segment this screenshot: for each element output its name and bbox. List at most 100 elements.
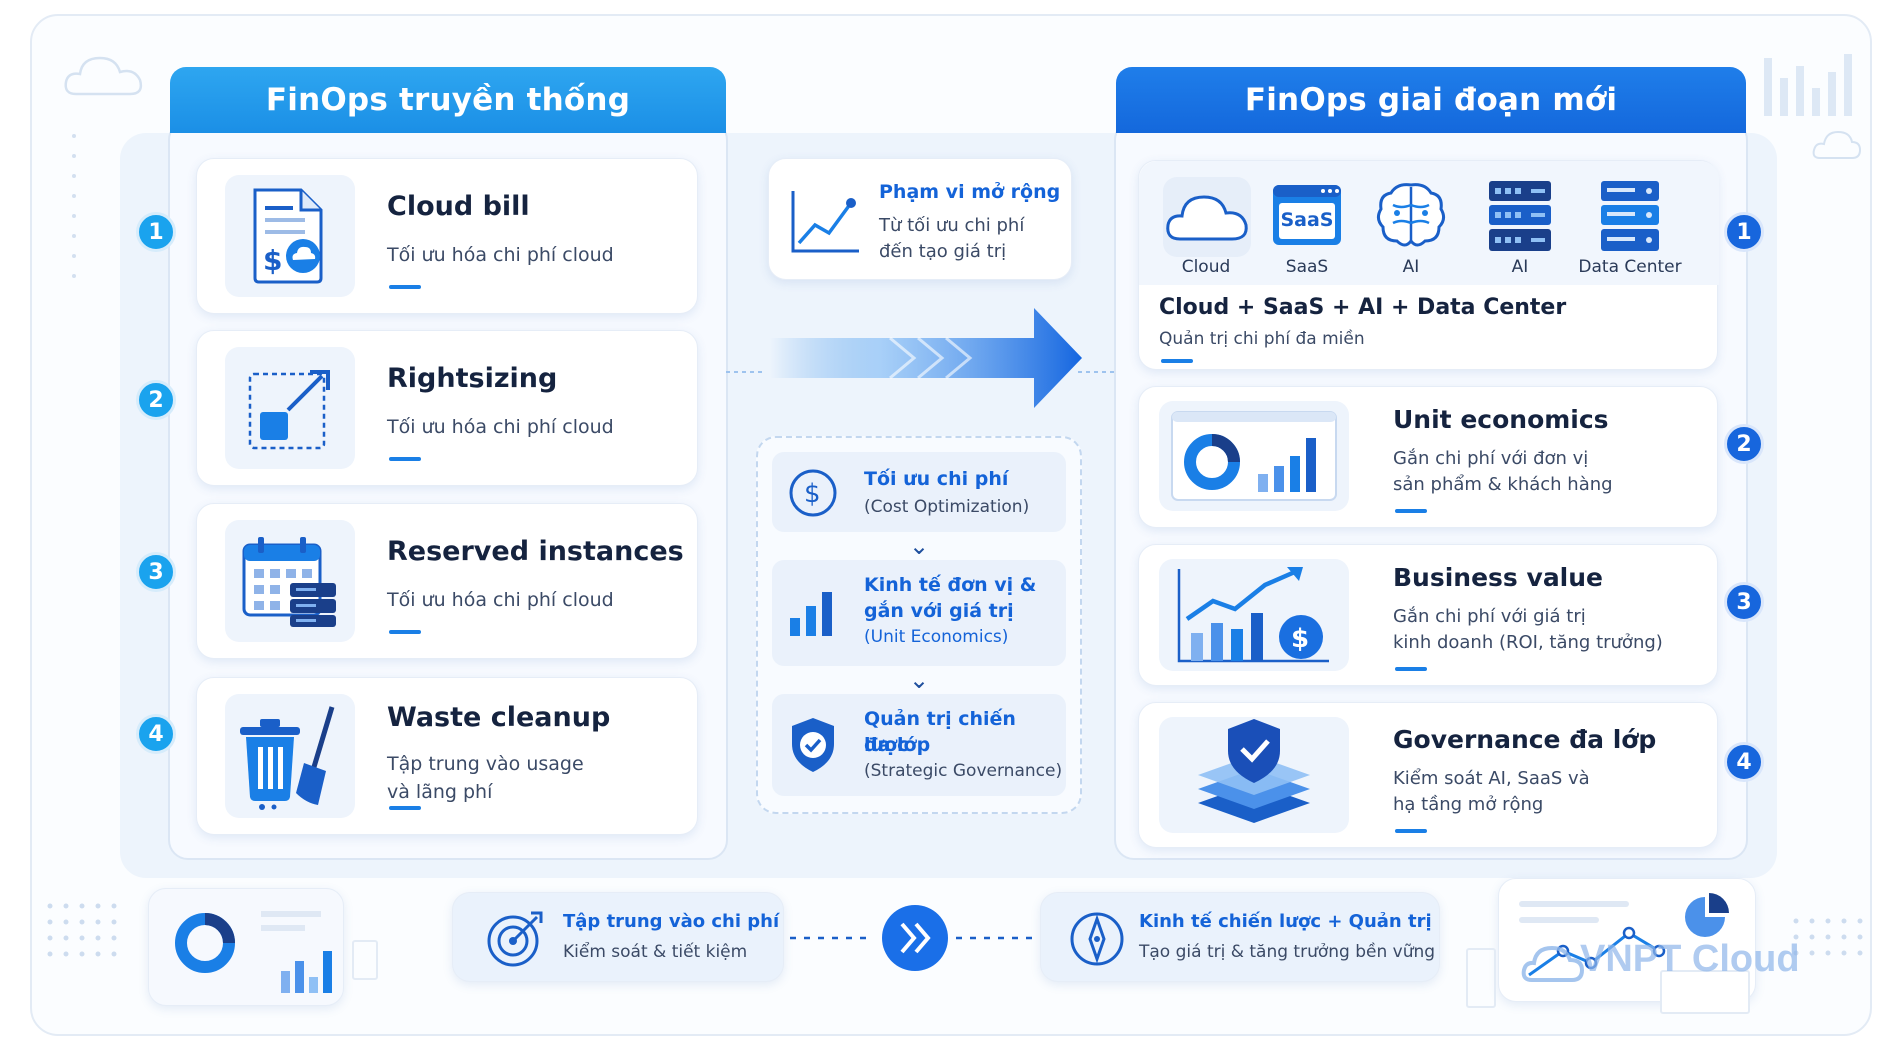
decoration [1519, 901, 1629, 907]
rightsizing-card: Rightsizing Tối ưu hóa chi phí cloud [196, 330, 698, 486]
accent-bar [389, 285, 421, 289]
vnpt-cloud-watermark: VNPT Cloud [1580, 938, 1800, 980]
traditional-finops-title: FinOps truyền thống [170, 67, 726, 133]
reserved-instances-card: Reserved instances Tối ưu hóa chi phí cl… [196, 503, 698, 659]
svg-text:$: $ [1291, 624, 1309, 654]
unit-economics-icon-box [1159, 401, 1349, 511]
governance-card: Governance đa lớp Kiểm soát AI, SaaS và … [1138, 702, 1718, 848]
scope-line-2: đến tạo giá trị [879, 241, 1007, 262]
unit-economics-step: Kinh tế đơn vị & gắn với giá trị (Unit E… [772, 560, 1066, 666]
cloud-domain [1163, 177, 1251, 257]
saas-badge-text: SaaS [1280, 209, 1334, 231]
governance-desc-1: Kiểm soát AI, SaaS và [1393, 768, 1590, 789]
step-number-4: 4 [136, 714, 176, 754]
accent-bar [389, 806, 421, 810]
waste-cleanup-card: Waste cleanup Tập trung vào usage và lãn… [196, 677, 698, 835]
dot-column-decoration [72, 134, 76, 278]
svg-text:$: $ [804, 479, 821, 509]
cloud-outline-icon [1812, 130, 1862, 159]
reserved-instances-icon-box [225, 520, 355, 642]
saas-window-icon [1273, 185, 1341, 245]
cloud-bill-icon-box: $ [225, 175, 355, 297]
cloud-outline-icon [64, 56, 143, 96]
accent-bar [389, 457, 421, 461]
ai-domain-label: AI [1402, 257, 1420, 277]
trend-up-icon [791, 191, 859, 253]
strategic-governance-title-1: Quản trị chiến lược [864, 708, 1016, 756]
strategic-economics-desc: Tạo giá trị & tăng trưởng bền vững [1139, 942, 1436, 962]
bar-chart-outline-icon [1764, 54, 1852, 116]
cloud-bill-title: Cloud bill [387, 191, 530, 222]
accent-bar [1161, 359, 1193, 363]
dot-pattern-decoration [47, 903, 117, 957]
multi-domain-title: Cloud + SaaS + AI + Data Center [1159, 295, 1567, 320]
shield-layers-icon [1198, 719, 1310, 823]
cloud-bill-desc: Tối ưu hóa chi phí cloud [387, 244, 614, 266]
cost-focus-desc: Kiểm soát & tiết kiệm [563, 942, 748, 962]
cost-optimization-step: $ Tối ưu chi phí (Cost Optimization) [772, 452, 1066, 532]
resize-icon [248, 370, 330, 450]
step-number-4: 4 [1724, 742, 1764, 782]
waste-cleanup-title: Waste cleanup [387, 702, 611, 733]
rightsizing-title: Rightsizing [387, 363, 558, 394]
governance-icon-box [1159, 717, 1349, 833]
waste-cleanup-icon-box [225, 694, 355, 818]
chevron-down-icon: ⌄ [908, 666, 930, 694]
unit-economics-title-1: Kinh tế đơn vị & [864, 574, 1037, 596]
strategic-economics-title: Kinh tế chiến lược + Quản trị [1139, 911, 1432, 932]
unit-economics-sub: (Unit Economics) [864, 627, 1009, 647]
bar-chart-icon [790, 592, 832, 636]
step-number-1: 1 [136, 212, 176, 252]
donut-bars-icon [175, 911, 332, 993]
step-number-1: 1 [1724, 212, 1764, 252]
line-pie-icon [1528, 893, 1729, 977]
reserved-instances-title: Reserved instances [387, 536, 684, 567]
step-number-2: 2 [1724, 424, 1764, 464]
step-number-3: 3 [136, 552, 176, 592]
ai-server-domain-label: AI [1511, 257, 1529, 277]
vnpt-cloud-logo-icon [1521, 945, 1584, 982]
data-center-domain-label: Data Center [1578, 257, 1682, 277]
governance-title: Governance đa lớp [1393, 725, 1657, 754]
unit-economics-card: Unit economics Gắn chi phí với đơn vị sả… [1138, 386, 1718, 528]
governance-desc-2: hạ tầng mở rộng [1393, 794, 1544, 815]
mini-dashboard-decoration [148, 888, 344, 1006]
data-center-icon [1601, 181, 1659, 251]
trash-broom-icon [240, 706, 335, 810]
ai-brain-icon [1376, 183, 1446, 247]
strategic-governance-title-2: đa lớp [864, 734, 931, 756]
unit-economics-desc-1: Gắn chi phí với đơn vị [1393, 448, 1589, 469]
waste-cleanup-desc-1: Tập trung vào usage [387, 753, 584, 775]
accent-bar [1395, 509, 1427, 513]
new-finops-title: FinOps giai đoạn mới [1116, 67, 1746, 133]
rightsizing-desc: Tối ưu hóa chi phí cloud [387, 416, 614, 438]
scope-line-1: Từ tối ưu chi phí [879, 215, 1025, 236]
invoice-cloud-icon: $ [253, 188, 323, 284]
multi-domain-desc: Quản trị chi phí đa miền [1159, 329, 1365, 349]
transition-connector [790, 905, 1040, 971]
waste-cleanup-desc-2: và lãng phí [387, 781, 493, 803]
strategic-governance-step: Quản trị chiến lược đa lớp (Strategic Go… [772, 694, 1066, 796]
rightsizing-icon-box [225, 347, 355, 469]
big-right-arrow [726, 308, 1118, 408]
scope-title: Phạm vi mở rộng [879, 181, 1061, 203]
multi-domain-card: SaaS Cloud SaaS AI AI Data Center Cloud … [1138, 160, 1719, 370]
business-value-icon-box: $ [1159, 559, 1349, 671]
cost-optimization-title: Tối ưu chi phí [864, 468, 1009, 490]
decoration [352, 940, 378, 980]
dashboard-pie-bars-icon [1171, 411, 1337, 501]
cloud-bill-card: $ Cloud bill Tối ưu hóa chi phí cloud [196, 158, 698, 314]
ai-server-rack-icon [1489, 181, 1551, 251]
strategic-governance-sub: (Strategic Governance) [864, 761, 1063, 781]
cost-focus-title: Tập trung vào chi phí [563, 911, 780, 932]
dollar-circle-icon: $ [789, 469, 837, 517]
saas-domain: SaaS [1271, 183, 1343, 247]
accent-bar [389, 630, 421, 634]
chevron-down-icon: ⌄ [908, 532, 930, 560]
saas-domain-label: SaaS [1285, 257, 1329, 277]
accent-bar [1395, 667, 1427, 671]
strategic-economics-pill: Kinh tế chiến lược + Quản trị Tạo giá tr… [1040, 892, 1440, 982]
scope-card: Phạm vi mở rộng Từ tối ưu chi phí đến tạ… [768, 158, 1072, 280]
decoration [1466, 948, 1496, 1008]
shield-check-icon [792, 718, 834, 772]
